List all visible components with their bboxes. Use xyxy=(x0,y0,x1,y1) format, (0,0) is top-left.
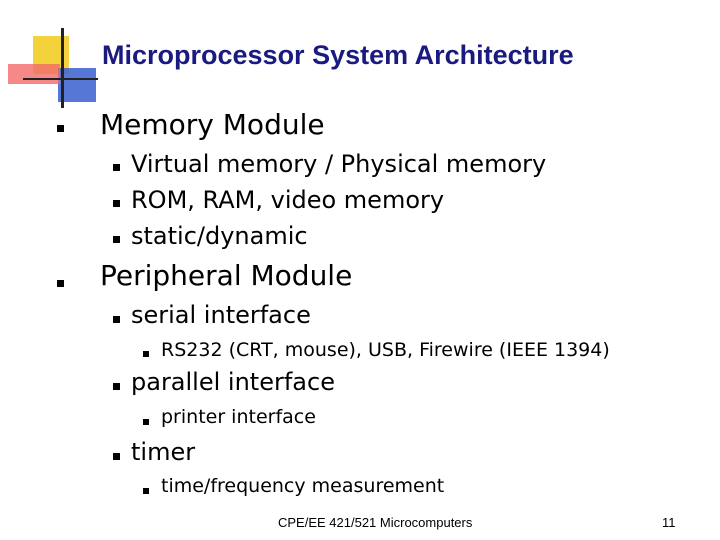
logo-blue-square xyxy=(58,68,96,102)
bullet-l2 xyxy=(113,316,120,323)
bullet-l3 xyxy=(143,351,149,357)
list-item-virtual-physical-memory: Virtual memory / Physical memory xyxy=(131,150,547,178)
list-item-parallel-interface: parallel interface xyxy=(131,368,335,396)
bullet-l3 xyxy=(143,488,149,494)
logo-red-bar xyxy=(8,64,60,84)
decorative-logo xyxy=(8,28,98,108)
logo-horizontal-line xyxy=(23,78,98,80)
list-item-peripheral-module: Peripheral Module xyxy=(100,259,353,292)
bullet-l2 xyxy=(113,383,120,390)
bullet-l3 xyxy=(143,419,149,425)
list-item-rom-ram-video: ROM, RAM, video memory xyxy=(131,186,445,214)
bullet-l1 xyxy=(57,280,64,287)
list-item-static-dynamic: static/dynamic xyxy=(131,222,308,250)
list-item-printer-interface: printer interface xyxy=(161,406,316,428)
slide-title: Microprocessor System Architecture xyxy=(102,40,574,70)
bullet-l2 xyxy=(113,164,120,171)
bullet-l2 xyxy=(113,200,120,207)
bullet-l2 xyxy=(113,236,120,243)
list-item-time-frequency: time/frequency measurement xyxy=(161,475,445,497)
footer-text: CPE/EE 421/521 Microcomputers xyxy=(278,515,473,530)
bullet-l1 xyxy=(57,125,64,132)
page-number: 11 xyxy=(662,515,676,530)
list-item-timer: timer xyxy=(131,438,196,466)
list-item-serial-interface: serial interface xyxy=(131,301,311,329)
list-item-memory-module: Memory Module xyxy=(100,108,325,141)
logo-vertical-line xyxy=(61,28,64,108)
list-item-rs232-usb-firewire: RS232 (CRT, mouse), USB, Firewire (IEEE … xyxy=(161,339,610,361)
bullet-l2 xyxy=(113,453,120,460)
